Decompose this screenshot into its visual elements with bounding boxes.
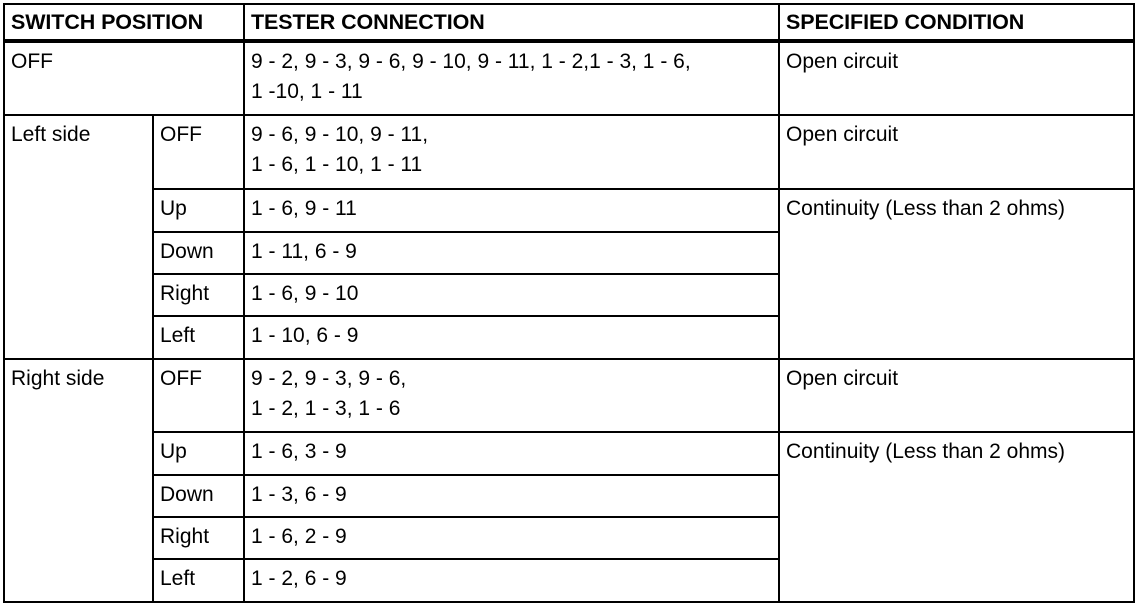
cell-tester-connection: 1 - 6, 2 - 9: [243, 515, 781, 560]
cell-switch-sub-position: Left: [151, 557, 246, 604]
cell-switch-sub-position: OFF: [151, 114, 246, 191]
cell-tester-connection: 1 - 6, 9 - 10: [243, 273, 781, 318]
cell-tester-connection: 9 - 2, 9 - 3, 9 - 6, 1 - 2, 1 - 3, 1 - 6: [243, 357, 781, 433]
table-row: Down 1 - 11, 6 - 9: [4, 231, 1134, 276]
cell-specified-condition-group: Continuity (Less than 2 ohms): [778, 188, 1136, 360]
cell-tester-connection: 1 - 6, 3 - 9: [243, 430, 781, 476]
switch-position-spec-table: SWITCH POSITION TESTER CONNECTION SPECIF…: [2, 3, 1136, 604]
table-row: OFF 9 - 2, 9 - 3, 9 - 6, 9 - 10, 9 - 11,…: [2, 39, 1136, 117]
cell-switch-sub-position: Up: [151, 430, 246, 476]
cell-tester-connection: 1 - 6, 9 - 11: [243, 188, 781, 234]
cell-switch-position: OFF: [2, 39, 246, 117]
table-row: Left 1 - 2, 6 - 9: [4, 557, 1134, 604]
cell-specified-condition: Open circuit: [778, 357, 1136, 433]
cell-switch-sub-position: Down: [151, 231, 246, 276]
cell-tester-connection: 9 - 2, 9 - 3, 9 - 6, 9 - 10, 9 - 11, 1 -…: [243, 39, 781, 117]
table-row: Left 1 - 10, 6 - 9: [4, 315, 1134, 360]
table-header-row: SWITCH POSITION TESTER CONNECTION SPECIF…: [2, 3, 1136, 43]
cell-switch-sub-position: Right: [151, 515, 246, 560]
cell-switch-sub-position: OFF: [151, 357, 246, 433]
cell-specified-condition-group: Continuity (Less than 2 ohms): [778, 430, 1136, 604]
cell-tester-connection: 1 - 2, 6 - 9: [243, 557, 781, 604]
cell-switch-sub-position: Down: [151, 473, 246, 518]
cell-tester-connection: 1 - 10, 6 - 9: [243, 315, 781, 360]
cell-switch-position-group: Left side: [3, 114, 154, 360]
table-row: Down 1 - 3, 6 - 9: [4, 473, 1134, 518]
cell-switch-sub-position: Right: [151, 273, 246, 318]
cell-specified-condition: Open circuit: [778, 114, 1136, 191]
table-row: Right 1 - 6, 2 - 9: [4, 515, 1134, 560]
table-body: OFF 9 - 2, 9 - 3, 9 - 6, 9 - 10, 9 - 11,…: [2, 39, 1136, 604]
header-specified-condition: SPECIFIED CONDITION: [778, 3, 1136, 43]
header-switch-position: SWITCH POSITION: [2, 3, 246, 43]
cell-switch-position-group: Right side: [3, 357, 154, 603]
header-tester-connection: TESTER CONNECTION: [243, 3, 781, 43]
cell-switch-sub-position: Up: [151, 188, 246, 234]
table-row: Up 1 - 6, 9 - 11 Continuity (Less than 2…: [4, 188, 1136, 360]
cell-tester-connection: 1 - 3, 6 - 9: [243, 473, 781, 518]
table-head: SWITCH POSITION TESTER CONNECTION SPECIF…: [2, 3, 1136, 43]
cell-tester-connection: 1 - 11, 6 - 9: [243, 231, 781, 276]
table-row: Right 1 - 6, 9 - 10: [4, 273, 1134, 318]
table-row: Right side OFF 9 - 2, 9 - 3, 9 - 6, 1 - …: [3, 357, 1136, 603]
cell-tester-connection: 9 - 6, 9 - 10, 9 - 11, 1 - 6, 1 - 10, 1 …: [243, 114, 781, 191]
table-row: Left side OFF 9 - 6, 9 - 10, 9 - 11, 1 -…: [3, 114, 1136, 360]
table-row: Up 1 - 6, 3 - 9 Continuity (Less than 2 …: [4, 430, 1136, 604]
cell-switch-sub-position: Left: [151, 315, 246, 360]
cell-specified-condition: Open circuit: [778, 39, 1136, 117]
